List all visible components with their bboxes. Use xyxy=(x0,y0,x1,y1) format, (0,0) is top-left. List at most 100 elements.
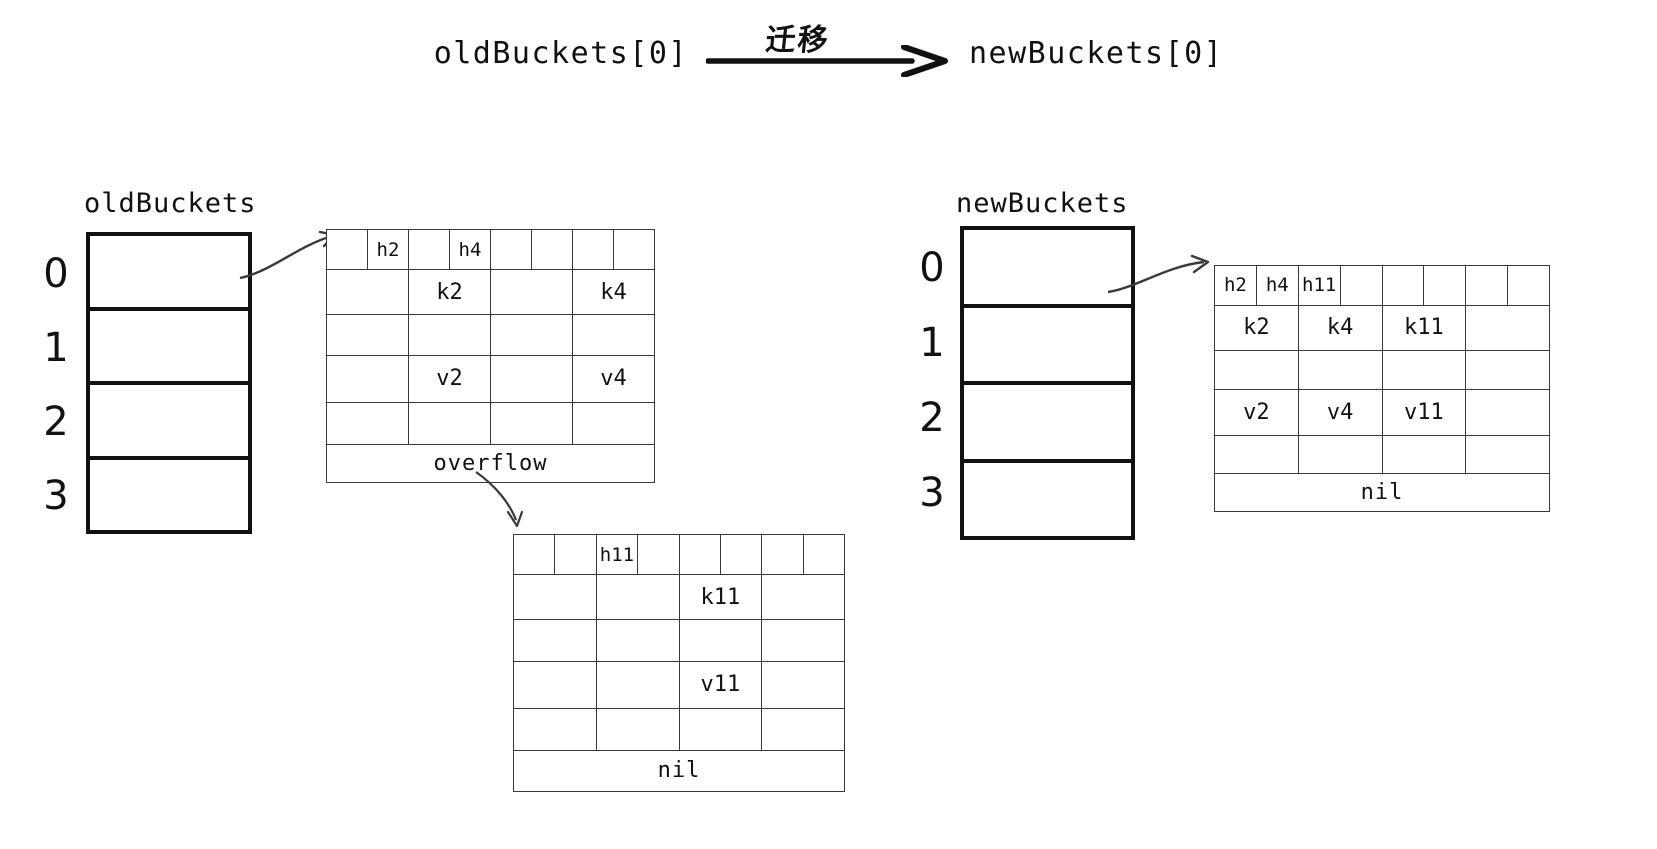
new-bmap-tophash-row: h2 h4 h11 xyxy=(1215,266,1549,306)
overflow-value-cell-3 xyxy=(762,662,844,708)
new-value-cell-4 xyxy=(1215,436,1299,474)
old-tophash-cell-1: h2 xyxy=(368,230,409,270)
new-value-cell-6 xyxy=(1383,436,1467,474)
overflow-value-cell-4 xyxy=(514,708,597,750)
new-bmap-values-row-a: v2 v4 v11 xyxy=(1215,390,1549,437)
new-key-cell-2: k11 xyxy=(1383,305,1467,350)
old-tophash-cell-5 xyxy=(532,230,573,270)
old-value-cell-2 xyxy=(491,355,573,402)
overflow-tophash-cell-5 xyxy=(721,535,763,575)
new-tophash-cell-6 xyxy=(1466,266,1509,305)
overflow-key-cell-4 xyxy=(514,620,597,661)
new-key-cell-4 xyxy=(1215,350,1299,390)
overflow-key-cell-2: k11 xyxy=(680,575,763,620)
old-bmap-values-row-b xyxy=(327,402,654,445)
old-bucket-slot-0[interactable] xyxy=(90,236,248,311)
old-bmap-tophash-row: h2 h4 xyxy=(327,230,654,271)
old-bucket-index-0: 0 xyxy=(43,251,69,297)
old-tophash-cell-6 xyxy=(573,230,614,270)
old-key-cell-0 xyxy=(327,270,409,315)
new-value-cell-2: v11 xyxy=(1383,390,1467,436)
old-buckets-array[interactable] xyxy=(86,232,252,534)
new-buckets-title: newBuckets xyxy=(956,188,1129,219)
new-bmap-keys-row-a: k2 k4 k11 xyxy=(1215,305,1549,351)
header-target-label: newBuckets[0] xyxy=(969,35,1224,71)
old-bucket-index-2: 2 xyxy=(43,399,69,445)
old-tophash-cell-4 xyxy=(491,230,532,270)
old-bucket-detail-table: h2 h4 k2 k4 v2 v4 overflow xyxy=(326,229,655,483)
overflow-key-cell-0 xyxy=(514,575,597,620)
overflow-tophash-cell-3 xyxy=(638,535,680,575)
overflow-key-cell-3 xyxy=(762,575,844,619)
new-bucket-slot-3[interactable] xyxy=(964,463,1131,537)
new-tophash-cell-0: h2 xyxy=(1215,266,1257,305)
new-buckets-index-column: 0 1 2 3 xyxy=(912,230,952,530)
new-value-cell-3 xyxy=(1466,390,1549,435)
new-tophash-cell-2: h11 xyxy=(1299,266,1341,305)
new-buckets-array[interactable] xyxy=(960,226,1135,540)
old-tophash-cell-7 xyxy=(614,230,654,269)
old-bmap-keys-row-a: k2 k4 xyxy=(327,270,654,316)
new-bucket-slot-2[interactable] xyxy=(964,385,1131,463)
overflow-bucket-detail-table: h11 k11 v11 nil xyxy=(513,534,845,792)
old-key-cell-1: k2 xyxy=(409,270,491,315)
new-bucket-detail-table: h2 h4 h11 k2 k4 k11 v2 v4 v11 nil xyxy=(1214,265,1550,512)
old-value-cell-5 xyxy=(409,402,491,444)
new-value-cell-5 xyxy=(1299,436,1383,474)
migration-arrow-group: 迁移 xyxy=(706,23,951,83)
new-key-cell-1: k4 xyxy=(1299,305,1383,350)
overflow-tophash-cell-6 xyxy=(762,535,804,575)
overflow-key-cell-1 xyxy=(597,575,680,620)
old-key-cell-3: k4 xyxy=(600,279,627,305)
old-tophash-cell-0 xyxy=(327,230,368,270)
overflow-tophash-cell-1 xyxy=(555,535,597,575)
overflow-key-cell-6 xyxy=(680,620,763,661)
new-tophash-cell-7 xyxy=(1508,266,1549,305)
new-tophash-cell-4 xyxy=(1383,266,1425,305)
old-key-cell-7 xyxy=(573,315,654,354)
overflow-keys-row-b xyxy=(514,620,844,662)
overflow-keys-row-a: k11 xyxy=(514,575,844,621)
old-tophash-cell-2 xyxy=(409,230,450,270)
overflow-values-row-a: v11 xyxy=(514,661,844,709)
overflow-values-row-b xyxy=(514,708,844,751)
old-value-cell-3: v4 xyxy=(600,366,627,392)
overflow-value-cell-5 xyxy=(597,708,680,750)
old-bmap-values-row-a: v2 v4 xyxy=(327,355,654,403)
new-bucket-slot-1[interactable] xyxy=(964,308,1131,385)
new-bmap-overflow-pointer: nil xyxy=(1360,480,1404,506)
arrow-right-icon xyxy=(706,45,948,77)
old-bmap-overflow-pointer[interactable]: overflow xyxy=(433,450,548,476)
old-value-cell-6 xyxy=(491,402,573,444)
overflow-tophash-row: h11 xyxy=(514,535,844,576)
old-bucket-index-3: 3 xyxy=(43,473,69,519)
old-value-cell-1: v2 xyxy=(409,355,491,402)
old-bmap-keys-row-b xyxy=(327,315,654,356)
overflow-value-cell-6 xyxy=(680,708,763,750)
old-value-cell-7 xyxy=(573,403,654,444)
overflow-tophash-cell-7 xyxy=(804,535,844,574)
old-bucket-index-1: 1 xyxy=(43,325,69,371)
new-bucket-index-0: 0 xyxy=(919,244,945,291)
migration-header: oldBuckets[0] 迁移 newBuckets[0] xyxy=(0,18,1657,88)
new-bucket-slot-0[interactable] xyxy=(964,230,1131,308)
old-bucket-slot-1[interactable] xyxy=(90,311,248,385)
new-bmap-keys-row-b xyxy=(1215,350,1549,391)
overflow-value-cell-2: v11 xyxy=(680,661,763,708)
overflow-key-cell-5 xyxy=(597,620,680,661)
overflow-value-cell-7 xyxy=(762,709,844,750)
new-tophash-cell-5 xyxy=(1424,266,1467,305)
new-key-cell-0: k2 xyxy=(1215,305,1299,350)
old-bucket-slot-3[interactable] xyxy=(90,460,248,531)
new-key-cell-6 xyxy=(1383,350,1467,390)
header-source-label: oldBuckets[0] xyxy=(433,35,688,71)
new-bmap-values-row-b xyxy=(1215,436,1549,475)
overflow-key-cell-7 xyxy=(762,620,844,660)
overflow-bmap-overflow-pointer: nil xyxy=(657,758,701,784)
old-value-cell-4 xyxy=(327,402,409,444)
new-bucket-index-3: 3 xyxy=(919,469,945,516)
old-key-cell-6 xyxy=(491,315,573,355)
old-bucket-slot-2[interactable] xyxy=(90,385,248,460)
new-value-cell-7 xyxy=(1466,436,1549,473)
old-buckets-title: oldBuckets xyxy=(84,188,257,219)
